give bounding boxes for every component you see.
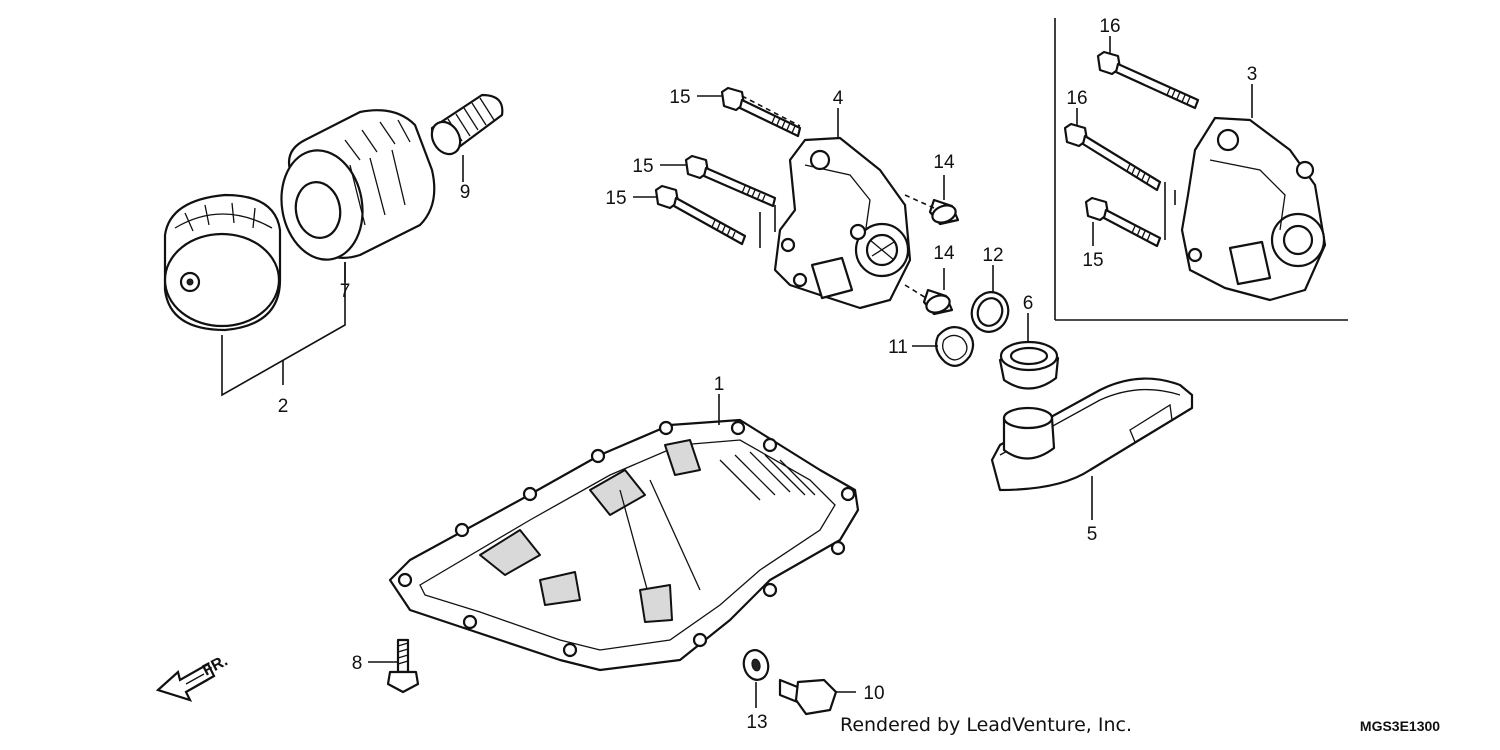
inset-frame bbox=[1054, 18, 1348, 321]
diagram-code: MGS3E1300 bbox=[1360, 718, 1440, 734]
dowel-pin-lower bbox=[922, 288, 954, 316]
drain-bolt-10 bbox=[778, 678, 838, 716]
callout-3: 3 bbox=[1247, 64, 1258, 85]
callout-9: 9 bbox=[460, 182, 471, 203]
oil-filter-stud bbox=[430, 93, 504, 156]
o-ring-12 bbox=[970, 291, 1010, 333]
oil-strainer bbox=[990, 377, 1194, 492]
gasket-11 bbox=[935, 325, 975, 367]
callout-8: 8 bbox=[352, 653, 363, 674]
callout-15-middle: 15 bbox=[632, 156, 653, 177]
callout-6: 6 bbox=[1023, 293, 1034, 314]
bolt-15-middle bbox=[684, 154, 777, 208]
rendered-by-credit: Rendered by LeadVenture, Inc. bbox=[840, 714, 1132, 736]
bolt-15-inset bbox=[1084, 196, 1162, 248]
oil-filter-large bbox=[280, 109, 436, 261]
callout-11: 11 bbox=[888, 337, 908, 358]
oil-pump-main bbox=[773, 136, 912, 310]
callout-15-lower: 15 bbox=[605, 188, 626, 209]
washer-13 bbox=[742, 649, 770, 681]
oil-pump-inset bbox=[1180, 116, 1327, 302]
callout-12: 12 bbox=[982, 245, 1003, 266]
leader-lines bbox=[221, 36, 1253, 708]
bolt-8 bbox=[386, 638, 420, 694]
oil-pan bbox=[388, 418, 860, 672]
callout-5: 5 bbox=[1087, 524, 1098, 545]
bolt-15-top bbox=[720, 86, 802, 138]
bolt-16-middle bbox=[1063, 122, 1162, 192]
seal-6 bbox=[998, 340, 1060, 390]
callout-13: 13 bbox=[746, 712, 767, 733]
front-arrow-icon bbox=[155, 662, 216, 702]
callout-1: 1 bbox=[714, 374, 725, 395]
oil-filter-small bbox=[163, 193, 282, 332]
dowel-pin-upper bbox=[928, 198, 960, 226]
callout-14-upper: 14 bbox=[933, 152, 955, 173]
callout-15-inset: 15 bbox=[1082, 250, 1103, 271]
callout-7: 7 bbox=[340, 281, 351, 302]
callout-16-top: 16 bbox=[1099, 16, 1120, 37]
callout-10: 10 bbox=[863, 683, 884, 704]
bolt-16-top bbox=[1096, 50, 1200, 110]
callout-16-middle: 16 bbox=[1066, 88, 1087, 109]
callout-15-top: 15 bbox=[669, 87, 690, 108]
bolt-15-lower bbox=[654, 184, 747, 246]
callout-14-lower: 14 bbox=[933, 243, 955, 264]
callout-2: 2 bbox=[278, 396, 289, 417]
callout-4: 4 bbox=[833, 88, 844, 109]
